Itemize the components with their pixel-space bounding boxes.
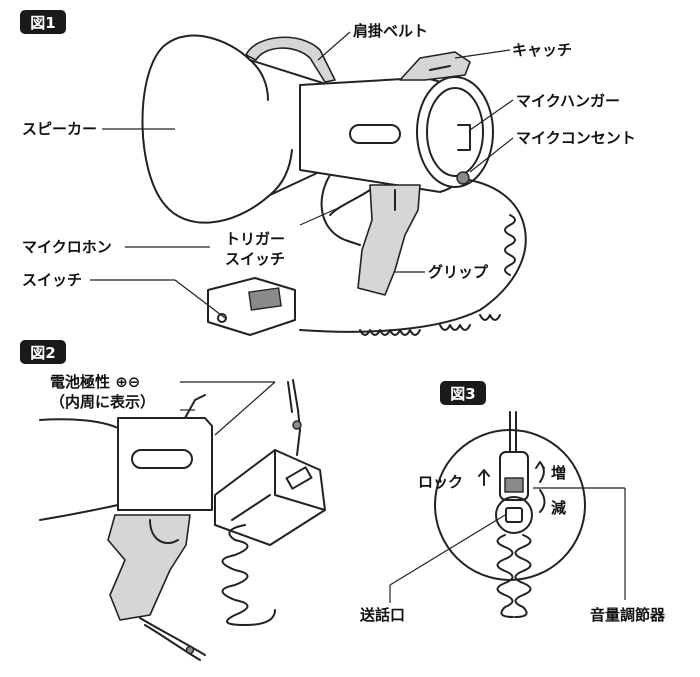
fig2-labels: 電池極性 ⊕⊖ （内周に表示） — [50, 373, 276, 436]
rear-cap — [416, 76, 494, 188]
coil-loops — [359, 214, 516, 336]
fig3-badge-text: 図3 — [450, 385, 475, 403]
shoulder-belt-shape — [245, 36, 336, 83]
fig2-badge: 図2 — [20, 340, 66, 364]
figure-1: 図1 — [20, 10, 636, 336]
increase-arrow — [535, 461, 545, 483]
label-decrease: 減 — [551, 499, 566, 517]
fig3-coiled-cord — [496, 534, 514, 618]
label-switch: スイッチ — [22, 271, 82, 289]
fig3-mic-head — [499, 451, 529, 501]
fig1-labels: 肩掛ベルト キャッチ スピーカー マイクハンガー マイクコンセント トリガー ス… — [22, 22, 636, 319]
lock-arrow — [478, 469, 490, 486]
label-mic-hanger: マイクハンガー — [516, 92, 620, 110]
fig2-coiled-cord — [221, 524, 276, 626]
speaker-horn-shape — [141, 34, 346, 224]
fig2-body — [117, 417, 213, 511]
label-mouthpiece: 送話口 — [359, 606, 405, 624]
label-increase: 増 — [551, 464, 566, 482]
fig2-grip — [107, 514, 191, 621]
fig3-labels: ロック 増 減 送話口 音量調節器 — [359, 464, 666, 624]
label-shoulder-belt: 肩掛ベルト — [353, 22, 428, 40]
battery-compartment-illustration — [39, 379, 326, 661]
grip-shape — [357, 184, 421, 296]
figure-2: 図2 — [20, 340, 326, 661]
label-catch: キャッチ — [512, 41, 572, 59]
fig3-badge: 図3 — [440, 381, 486, 405]
microphone-switch-shape — [248, 287, 282, 311]
trigger-switch-shape — [329, 189, 371, 216]
label-grip: グリップ — [428, 263, 489, 281]
fig2-badge-text: 図2 — [30, 344, 55, 362]
decrease-arrow — [539, 489, 546, 513]
label-mic-outlet: マイクコンセント — [516, 129, 636, 147]
fig1-badge-text: 図1 — [30, 14, 55, 32]
fig3-volume-ring — [495, 496, 533, 534]
figure-3: 図3 ロック 増 減 送話 — [359, 381, 666, 624]
mic-outlet-shape — [456, 171, 470, 185]
label-battery-polarity-line1: 電池極性 ⊕⊖ — [50, 373, 140, 391]
label-trigger-line1: トリガー — [225, 230, 285, 248]
catch-shape — [399, 51, 471, 81]
label-speaker: スピーカー — [22, 120, 97, 138]
label-volume-control: 音量調節器 — [590, 606, 666, 624]
microphone-front-illustration — [434, 411, 586, 618]
label-trigger-line2: スイッチ — [225, 250, 285, 268]
label-microphone: マイクロホン — [22, 238, 112, 256]
fig1-badge: 図1 — [20, 10, 66, 34]
label-battery-polarity-line2: （内周に表示） — [50, 393, 155, 411]
mic-hanger-shape — [457, 124, 471, 151]
coiled-cord — [299, 179, 527, 333]
megaphone-illustration — [141, 34, 527, 336]
label-lock: ロック — [418, 473, 463, 491]
